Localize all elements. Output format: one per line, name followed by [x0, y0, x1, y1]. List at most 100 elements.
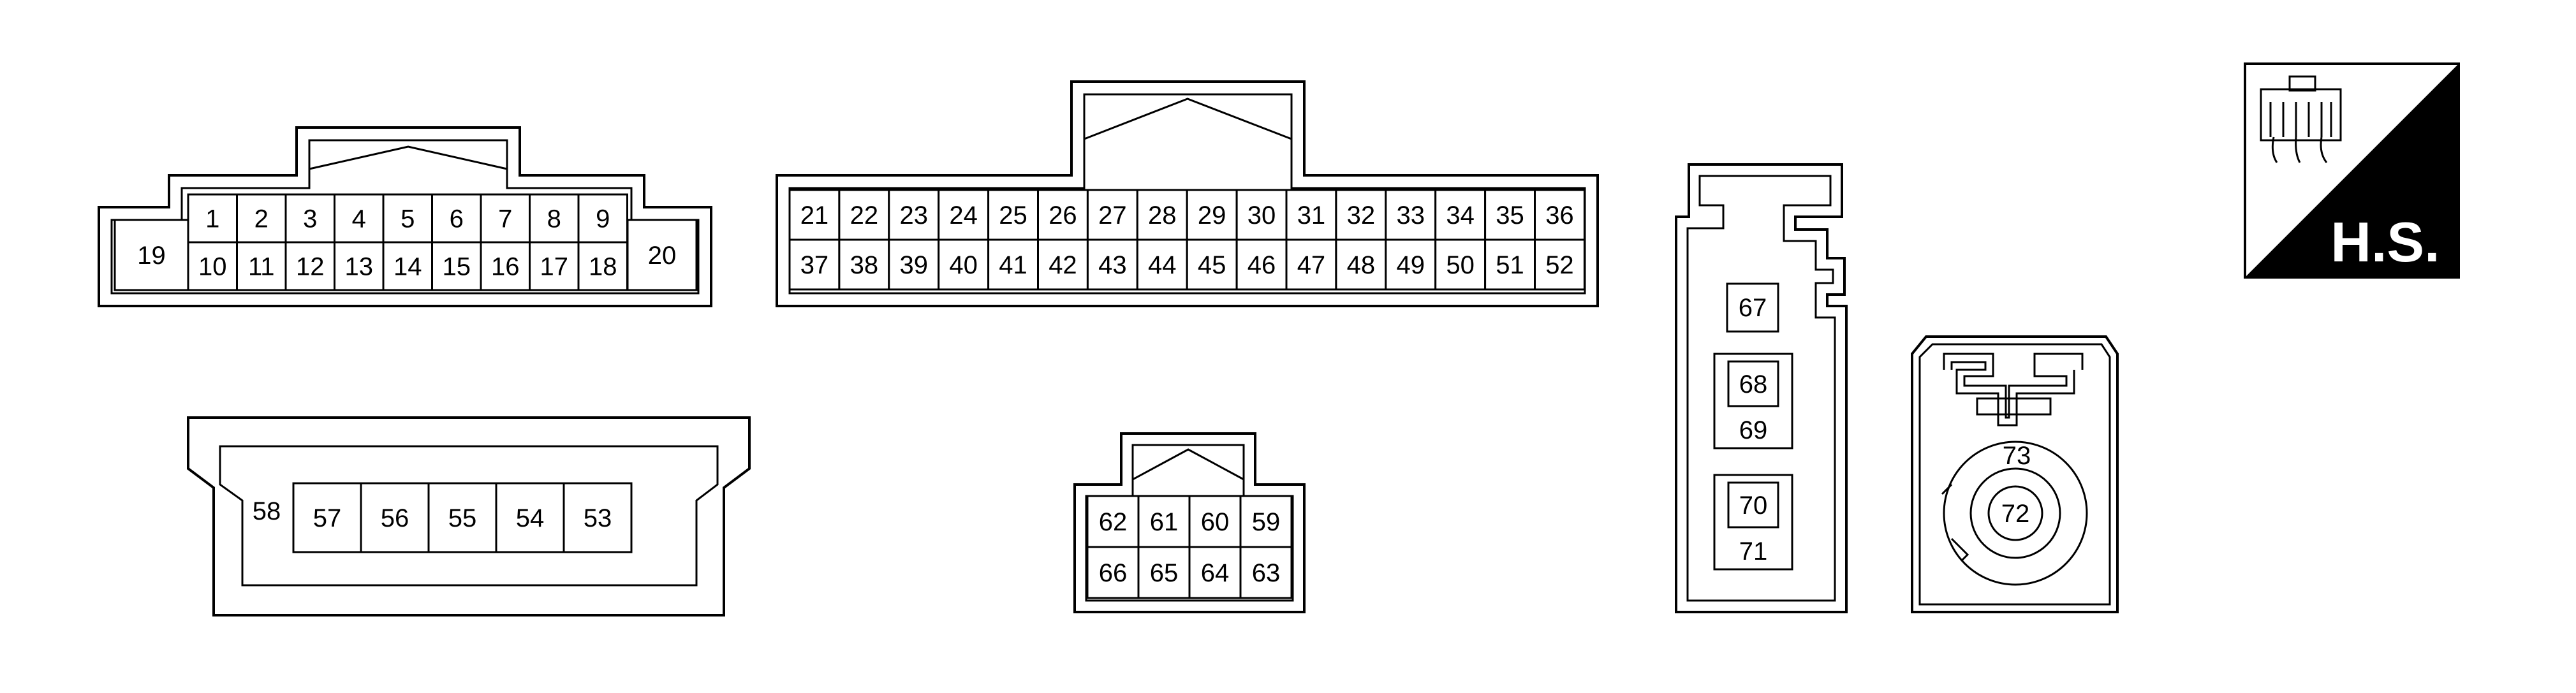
- pin-37-cell: [788, 238, 841, 291]
- pin-51-cell: [1484, 238, 1536, 291]
- pin-15-cell: [431, 241, 482, 291]
- pin-58: 58: [253, 497, 281, 525]
- pin-22: 22: [850, 201, 879, 230]
- pin-69: 69: [1739, 416, 1768, 444]
- pin-38-cell: [838, 238, 890, 291]
- pin-63: 63: [1252, 559, 1281, 587]
- pin-24: 24: [949, 201, 978, 230]
- pin-6: 6: [450, 205, 464, 233]
- pin-14-cell: [382, 241, 433, 291]
- connector-1-key: [309, 145, 508, 170]
- pin-52: 52: [1545, 251, 1574, 279]
- connector-1-housing: [98, 126, 712, 307]
- connector-5-inner: [1686, 175, 1836, 602]
- pin-67-cell: [1726, 282, 1779, 333]
- pin-39-cell: [888, 238, 940, 291]
- connector-4-housing: [1073, 432, 1306, 613]
- pin-55-cell: [427, 482, 497, 553]
- pin-53-cell: [563, 482, 633, 553]
- pin-48-cell: [1335, 238, 1387, 291]
- pin-72: 72: [2001, 500, 2030, 528]
- pin-71: 71: [1739, 537, 1768, 565]
- pin-38: 38: [850, 251, 879, 279]
- pin-15: 15: [443, 253, 471, 281]
- connector-3-inner: [219, 445, 719, 587]
- pin-66: 66: [1099, 559, 1128, 587]
- pin-11: 11: [248, 253, 275, 281]
- pin-21: 21: [800, 201, 829, 230]
- pin-50: 50: [1446, 251, 1475, 279]
- connector-6-mid-ring: [1969, 467, 2061, 559]
- pin-63-cell: [1239, 546, 1293, 599]
- pin-9: 9: [596, 205, 610, 233]
- pin-18: 18: [589, 253, 617, 281]
- pin-70-cell: [1727, 481, 1779, 529]
- pin-67: 67: [1739, 294, 1767, 322]
- harness-side-symbol: H.S.: [2244, 62, 2460, 279]
- pin-43: 43: [1098, 251, 1127, 279]
- connector-6-ring-notch: [1941, 483, 1969, 562]
- pin-61: 61: [1150, 508, 1179, 536]
- pin-16-cell: [480, 241, 531, 291]
- pin-27-cell: [1086, 189, 1138, 241]
- pin-17: 17: [540, 253, 569, 281]
- pin-23: 23: [900, 201, 929, 230]
- connector-2-inner: [788, 93, 1586, 295]
- pin-54: 54: [516, 504, 545, 532]
- pin-17-cell: [529, 241, 580, 291]
- connector-4-key: [1132, 448, 1244, 481]
- pin-65-cell: [1137, 546, 1191, 599]
- pin-4-cell: [334, 193, 385, 244]
- pin-53: 53: [584, 504, 612, 532]
- pin-26: 26: [1049, 201, 1077, 230]
- pin-28: 28: [1148, 201, 1177, 230]
- pin-48: 48: [1347, 251, 1376, 279]
- connector-3-housing: [187, 416, 751, 616]
- connector-2-key: [1084, 98, 1292, 140]
- pin-41: 41: [999, 251, 1027, 279]
- pin-30: 30: [1248, 201, 1276, 230]
- pin-33: 33: [1397, 201, 1425, 230]
- pin-11-cell: [236, 241, 287, 291]
- connector-6-outer-ring: [1943, 441, 2088, 586]
- connector-1-inner: [110, 139, 700, 295]
- connector-6-latch: [1943, 353, 2084, 427]
- pin-39: 39: [900, 251, 929, 279]
- pin-51: 51: [1496, 251, 1524, 279]
- pin-34: 34: [1446, 201, 1475, 230]
- pin-44-cell: [1136, 238, 1188, 291]
- pin-66-cell: [1086, 546, 1140, 599]
- pin-28-cell: [1136, 189, 1188, 241]
- pin-70: 70: [1739, 492, 1768, 520]
- pin-10-cell: [187, 241, 238, 291]
- pin-68-cell: [1727, 360, 1779, 407]
- pin-42-cell: [1037, 238, 1089, 291]
- connector-6-inner: [1918, 343, 2111, 606]
- pin-47-cell: [1285, 238, 1337, 291]
- pin-22-cell: [838, 189, 890, 241]
- pin-31: 31: [1297, 201, 1326, 230]
- pin-12: 12: [296, 253, 325, 281]
- pin-60: 60: [1201, 508, 1230, 536]
- pin-35: 35: [1496, 201, 1524, 230]
- pin-5: 5: [401, 205, 415, 233]
- pin-20-cell: [626, 219, 698, 291]
- pin-37: 37: [800, 251, 829, 279]
- pin-6-cell: [431, 193, 482, 244]
- pin-27: 27: [1098, 201, 1127, 230]
- pin-19-cell: [114, 219, 189, 291]
- pin-45: 45: [1198, 251, 1226, 279]
- connector-6-housing: [1911, 335, 2119, 613]
- pin-7: 7: [498, 205, 512, 233]
- pin-65: 65: [1150, 559, 1179, 587]
- pin-10: 10: [198, 253, 227, 281]
- pin-13: 13: [345, 253, 374, 281]
- pin-56-cell: [360, 482, 430, 553]
- pin-55: 55: [448, 504, 477, 532]
- pin-25: 25: [999, 201, 1027, 230]
- pin-49: 49: [1397, 251, 1425, 279]
- pin-44: 44: [1148, 251, 1177, 279]
